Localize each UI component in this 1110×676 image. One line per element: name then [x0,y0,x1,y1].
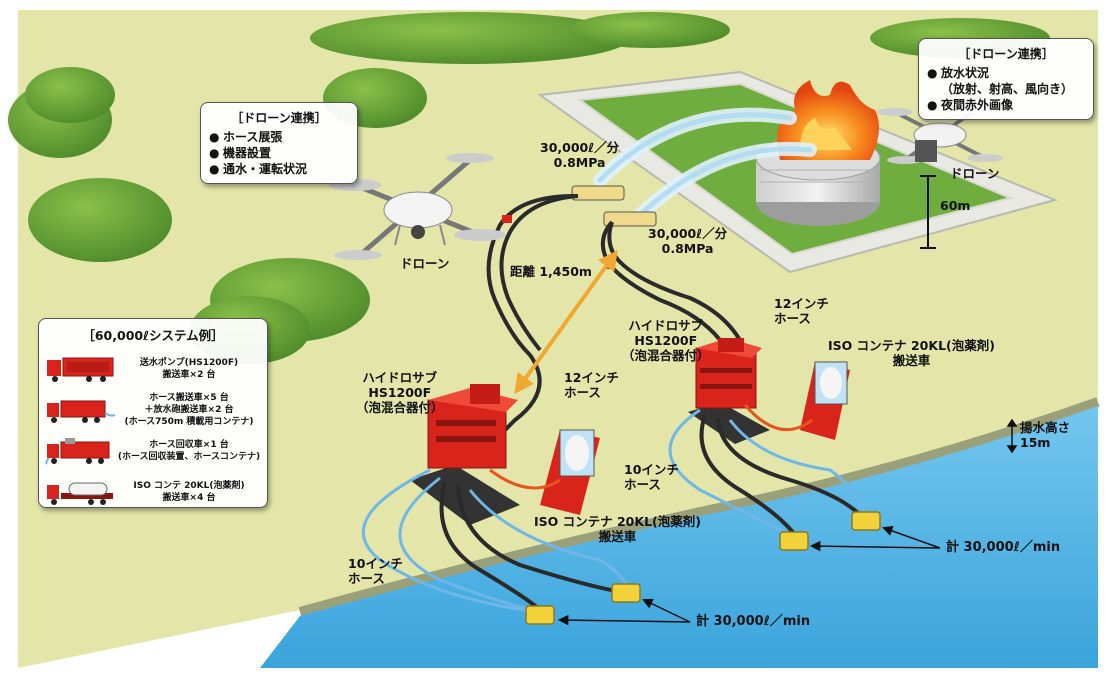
suction-hoses [361,408,868,614]
hose-12in-right-label: 12インチホース [774,296,829,326]
drone-box-left-item: ●通水・運転状況 [209,162,308,176]
drone-left-illustration [329,153,506,260]
system-legend: ［60,000ℓシステム例］ 送水ポンプ(HS1200F)搬送車×2 台 ホース… [38,318,268,508]
hydro-sub-right [688,338,770,444]
hose-12in-left-label: 12インチホース [564,370,619,400]
pump-height-marker [1006,418,1018,454]
water-cannon-units [571,185,657,227]
drone-box-left-item: ●ホース展張 [209,130,283,144]
height-marker [920,175,936,249]
legend-item-iso-container-truck: ISO コンテ 20KL(泡薬剤)搬送車×4 台 [45,471,261,512]
tank-height-label: 60m [940,198,971,213]
drone-info-box-right: ［ドローン連携］ ●放水状況 （放射、射高、風向き） ●夜間赤外画像 [918,38,1094,120]
drone-info-box-left: ［ドローン連携］ ●ホース展張 ●機器設置 ●通水・運転状況 [200,102,358,184]
legend-item-hose-truck: ホース搬送車×5 台＋放水砲搬送車×2 台(ホース750m 積載用コンテナ) [45,389,261,430]
drone-right-label: ドローン [950,166,1000,181]
iso-container-truck-icon [47,482,113,505]
drone-box-right-item: ●夜間赤外画像 [927,98,1014,112]
drone-box-right-item: ●放水状況 [927,66,990,80]
legend-title: ［60,000ℓシステム例］ [82,328,224,343]
fire [777,80,879,160]
iso-container-mid-label: ISO コンテナ 20KL(泡薬剤)搬送車 [534,514,701,544]
water-streams [593,107,817,222]
drone-box-right-title: ［ドローン連携］ [958,47,1054,61]
total-flow-right-label: 計 30,000ℓ／min [946,540,1061,555]
hose-10in-left-label: 10インチホース [348,556,403,586]
legend-item-hose-recovery-truck: ホース回収車×1 台(ホース回収装置、ホースコンテナ) [45,430,261,471]
drone-left-label: ドローン [400,256,450,271]
drone-box-right-subitem: （放射、射高、風向き） [941,82,1074,96]
legend-item-pump-truck: 送水ポンプ(HS1200F)搬送車×2 台 [45,348,261,389]
total-flow-bottom-label: 計 30,000ℓ／min [696,614,811,629]
hose-truck-icon [47,400,116,423]
water [260,406,1098,668]
iso-container-right-label: ISO コンテナ 20KL(泡薬剤)搬送車 [828,338,995,368]
drone-box-left-title: ［ドローン連携］ [231,111,327,125]
iso-container-right [800,361,850,440]
foam-hoses [489,404,813,490]
floating-pumps [525,511,881,625]
iso-container-mid [540,429,600,515]
distance-label: 距離 1,450m [510,264,592,279]
drone-box-left-item: ●機器設置 [209,146,272,160]
total-pointers [557,525,941,626]
hose-recovery-truck-icon [45,437,110,465]
pump-truck-icon [47,357,114,382]
distance-arrow [514,249,618,395]
hose-10in-mid-label: 10インチホース [624,462,679,492]
